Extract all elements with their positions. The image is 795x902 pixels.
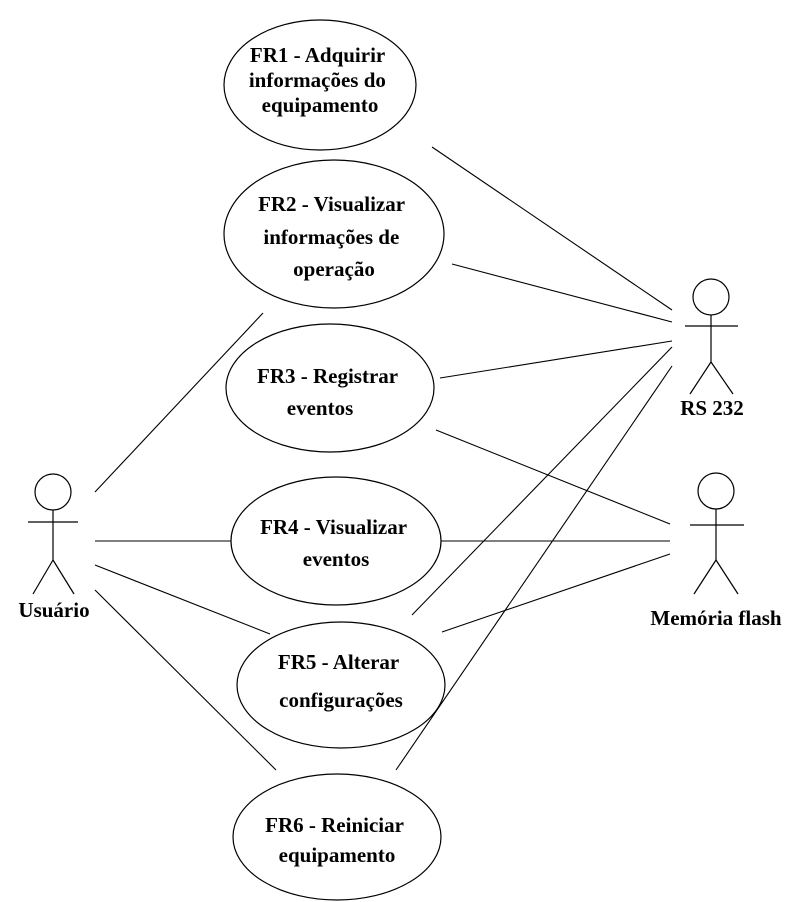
use-case-fr5-ellipse (236, 621, 446, 749)
use-case-fr5[interactable]: FR5 - Alterar configurações (236, 621, 446, 749)
use-case-fr5-line-2: configurações (279, 688, 403, 712)
actor-rs232-right-leg (710, 361, 734, 395)
use-case-fr2[interactable]: FR2 - Visualizar informações de operação (223, 159, 445, 309)
assoc-usuario-fr5 (94, 564, 271, 635)
use-case-fr1-ellipse (223, 19, 417, 151)
actor-rs232-head (692, 278, 730, 316)
use-case-fr4-ellipse (230, 476, 442, 606)
use-case-fr6-line-2: equipamento (279, 843, 396, 867)
use-case-fr6-ellipse (232, 773, 442, 901)
use-case-fr3[interactable]: FR3 - Registrar eventos (225, 323, 435, 453)
assoc-rs232-fr5 (411, 346, 673, 616)
assoc-rs232-fr3 (439, 340, 673, 379)
use-case-fr3-line-1: FR3 - Registrar (257, 364, 398, 388)
svg-text:FR4 - Visualizar eventos: FR4 - Visualizar eventos (260, 515, 412, 571)
actor-rs232-figure (685, 278, 738, 395)
use-case-fr2-line-3: operação (293, 257, 375, 281)
use-case-fr1[interactable]: FR1 - Adquirir informações do equipament… (223, 19, 417, 151)
actor-usuario-right-leg (52, 559, 75, 595)
actor-rs232-left-leg (689, 361, 712, 395)
actor-usuario-left-leg (32, 559, 54, 595)
use-case-fr3-line-2: eventos (287, 396, 354, 420)
actor-rs232[interactable]: RS 232 (680, 278, 744, 420)
assoc-memoria-fr3 (435, 429, 671, 525)
use-case-fr1-line-1: FR1 - Adquirir (250, 43, 385, 67)
use-case-fr4[interactable]: FR4 - Visualizar eventos (230, 476, 442, 606)
actor-memoria-flash-left-leg (693, 559, 717, 595)
assoc-memoria-fr5 (441, 553, 671, 633)
actor-usuario[interactable]: Usuário (18, 473, 90, 622)
use-case-fr1-line-2: informações do (249, 68, 386, 92)
use-case-fr5-line-1: FR5 - Alterar (278, 650, 399, 674)
actor-memoria-flash-figure (690, 472, 744, 595)
assoc-usuario-fr2 (94, 312, 264, 493)
assoc-rs232-fr2 (451, 263, 673, 323)
use-case-fr4-line-1: FR4 - Visualizar (260, 515, 407, 539)
svg-text:FR5 - Alterar configuraç: FR5 - Alterar configurações (278, 650, 404, 712)
svg-text:FR6 - Reiniciar equipame: FR6 - Reiniciar equipamento (265, 813, 409, 867)
use-case-fr2-ellipse (223, 159, 445, 309)
actor-usuario-label: Usuário (18, 598, 89, 622)
use-case-fr3-ellipse (225, 323, 435, 453)
actor-memoria-flash[interactable]: Memória flash (650, 472, 782, 630)
assoc-rs232-fr6 (395, 365, 673, 771)
use-case-fr2-line-1: FR2 - Visualizar (258, 192, 405, 216)
actor-usuario-figure (28, 473, 78, 595)
svg-text:FR1 - Adquirir informaçõ: FR1 - Adquirir informações do equipament… (249, 43, 391, 117)
assoc-usuario-fr6 (94, 589, 277, 771)
actor-memoria-flash-head (697, 472, 735, 510)
actor-memoria-flash-right-leg (715, 559, 739, 595)
actor-usuario-head (34, 473, 72, 511)
actor-memoria-flash-label: Memória flash (650, 606, 782, 630)
actor-rs232-label: RS 232 (680, 396, 744, 420)
use-case-fr6-line-1: FR6 - Reiniciar (265, 813, 403, 837)
association-lines (94, 146, 673, 771)
use-case-fr1-line-3: equipamento (262, 93, 379, 117)
svg-text:FR2 - Visualizar informa: FR2 - Visualizar informações de operação (258, 192, 410, 281)
use-case-fr4-line-2: eventos (303, 547, 370, 571)
svg-text:FR3 - Registrar eventos: FR3 - Registrar eventos (257, 364, 403, 420)
assoc-rs232-fr1 (431, 146, 673, 311)
use-case-fr2-line-2: informações de (263, 225, 399, 249)
use-case-fr6[interactable]: FR6 - Reiniciar equipamento (232, 773, 442, 901)
